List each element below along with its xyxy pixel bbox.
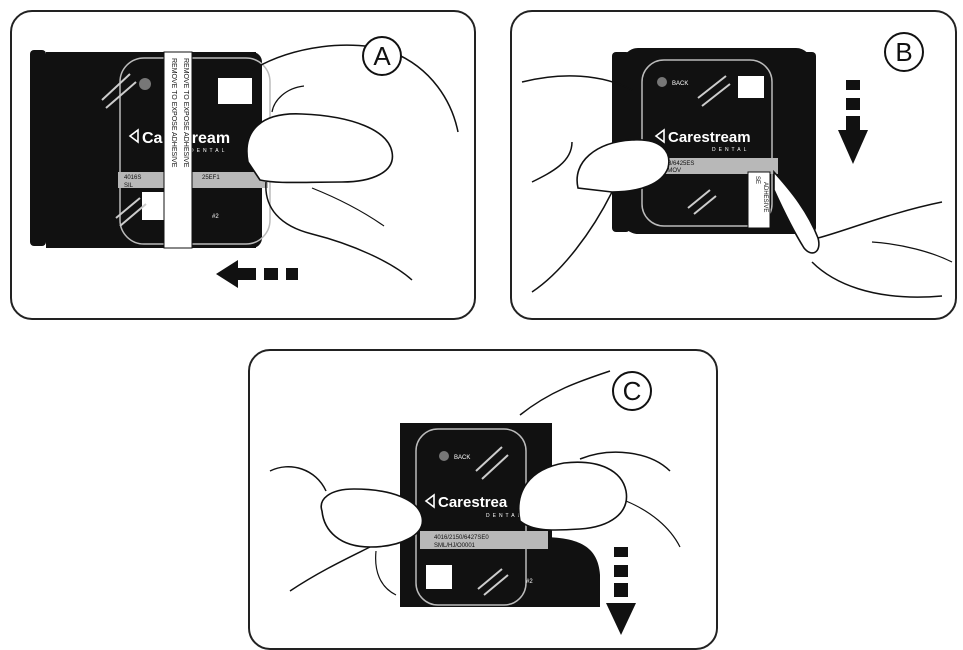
panel-a-illustration: Carestream DENTAL 4016S 25EF1 SIL #2 REM… [12, 12, 474, 318]
sensor-edge-left [30, 50, 46, 246]
arrow-left-icon [216, 260, 298, 288]
brand-logo: Carestream [668, 129, 751, 146]
step-label-a: A [362, 36, 402, 76]
back-text: BACK [672, 81, 688, 87]
barcode-text-2: 25EF1 [202, 175, 220, 181]
panel-c: BACK Carestrea DENTAL 4016/2150/6427SE0 … [248, 349, 718, 650]
arrow-down-icon [606, 547, 636, 635]
size-mark: #2 [212, 214, 219, 220]
white-tab [426, 565, 452, 589]
white-tab-lower [142, 192, 164, 220]
hand-outline-bottom [266, 182, 412, 280]
arrow-down-icon [838, 80, 868, 164]
brand-logo: Carestrea [438, 494, 508, 511]
white-tab [218, 78, 252, 104]
brand-sub: DENTAL [486, 513, 523, 519]
panel-b: BACK Carestream DENTAL 1018/6425ES DMMOV… [510, 10, 957, 320]
thumb [247, 114, 392, 183]
barcode-text-3: SIL [124, 183, 134, 189]
panel-a: Carestream DENTAL 4016S 25EF1 SIL #2 REM… [10, 10, 476, 320]
barcode-text-1: 4016/2150/6427SE0 [434, 535, 489, 541]
barcode-text-2: SML/HJ/O0001 [434, 543, 476, 549]
brand-sub: DENTAL [190, 148, 227, 154]
brand-sub: DENTAL [712, 147, 749, 153]
back-text: BACK [454, 455, 470, 461]
sensor-flap [540, 537, 600, 607]
barcode-text-1: 4016S [124, 175, 141, 181]
peel-text: SE [754, 176, 760, 184]
adhesive-text: ADHESIVE [762, 182, 768, 212]
step-label-c: C [612, 371, 652, 411]
strip-text-1: REMOVE TO EXPOSE ADHESIVE [170, 58, 177, 168]
step-label-b: B [884, 32, 924, 72]
strip-text-2: REMOVE TO EXPOSE ADHESIVE [182, 58, 189, 168]
sensor-dot [139, 78, 151, 90]
size-mark: #2 [526, 579, 533, 585]
